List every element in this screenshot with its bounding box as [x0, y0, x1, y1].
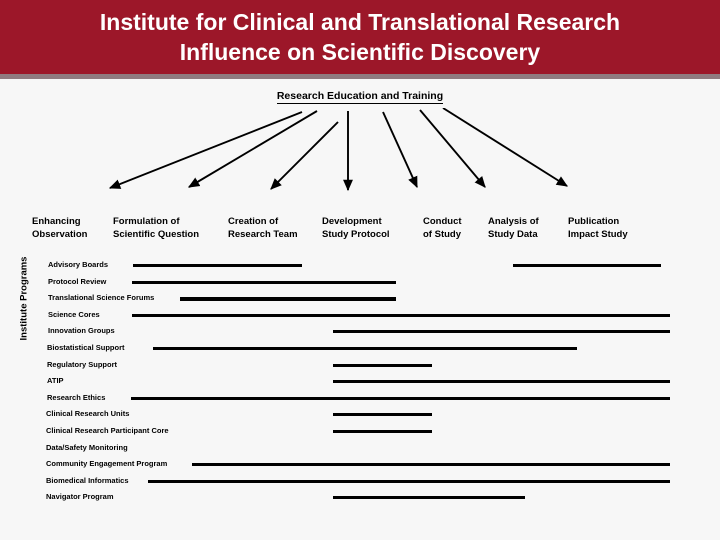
- program-label: Navigator Program: [46, 492, 114, 502]
- process-arrow-1: [108, 111, 303, 189]
- program-label: Research Ethics: [47, 392, 106, 402]
- program-row: Data/Safety Monitoring: [0, 441, 720, 457]
- program-span-bar: [133, 264, 302, 267]
- stage-header-7: Publication Impact Study: [568, 216, 628, 240]
- program-row: ATIP: [0, 374, 720, 390]
- program-label: Science Cores: [48, 309, 100, 319]
- program-row: Protocol Review: [0, 275, 720, 291]
- process-title-text: Research Education and Training: [276, 90, 444, 104]
- program-row: Navigator Program: [0, 490, 720, 506]
- program-span-bar: [333, 380, 670, 384]
- title-banner: Institute for Clinical and Translational…: [0, 0, 720, 74]
- program-row: Clinical Research Participant Core: [0, 424, 720, 440]
- program-label: Clinical Research Participant Core: [46, 426, 169, 435]
- program-row: Translational Science Forums: [0, 291, 720, 307]
- program-row: Clinical Research Units: [0, 407, 720, 423]
- process-arrow-7: [442, 108, 568, 187]
- program-label: Advisory Boards: [48, 260, 109, 269]
- arrow-fan: [108, 108, 568, 192]
- program-span-bar: [333, 413, 432, 417]
- program-span-bar: [333, 430, 432, 433]
- program-label: Innovation Groups: [48, 326, 115, 336]
- program-row: Science Cores: [0, 308, 720, 324]
- program-span-bar: [131, 396, 670, 400]
- program-row: Community Engagement Program: [0, 457, 720, 473]
- program-label: Translational Science Forums: [48, 293, 155, 303]
- program-row: Biostatistical Support: [0, 341, 720, 357]
- program-span-bar: [180, 297, 396, 302]
- program-span-bar: [132, 313, 670, 317]
- stage-header-5: Conduct of Study: [423, 216, 462, 240]
- banner-shadow-divider: [0, 74, 720, 79]
- stage-header-4: Development Study Protocol: [322, 216, 390, 240]
- program-label: ATIP: [47, 376, 64, 386]
- program-span-bar: [153, 347, 577, 350]
- program-span-bar: [132, 280, 396, 284]
- program-row: Research Ethics: [0, 391, 720, 407]
- program-row: Advisory Boards: [0, 258, 720, 274]
- program-span-bar: [192, 463, 670, 467]
- stage-header-6: Analysis of Study Data: [488, 216, 539, 240]
- program-span-bar: [333, 330, 670, 334]
- program-span-bar: [333, 363, 432, 367]
- program-row: Regulatory Support: [0, 358, 720, 374]
- program-label: Data/Safety Monitoring: [46, 442, 128, 452]
- process-title: Research Education and Training: [0, 90, 720, 104]
- program-label: Community Engagement Program: [46, 459, 168, 469]
- program-label: Protocol Review: [48, 276, 107, 286]
- process-arrow-5: [382, 111, 418, 189]
- process-arrow-3: [270, 121, 339, 190]
- program-span-bar: [148, 479, 670, 483]
- stage-header-3: Creation of Research Team: [228, 216, 298, 240]
- stage-header-row: Enhancing Observation Formulation of Scie…: [0, 216, 720, 246]
- process-arrow-6: [419, 109, 486, 188]
- program-row: Innovation Groups: [0, 324, 720, 340]
- stage-header-1: Enhancing Observation: [32, 216, 88, 240]
- stage-header-2: Formulation of Scientific Question: [113, 216, 200, 240]
- banner-title-line2: Influence on Scientific Discovery: [179, 39, 541, 65]
- program-span-bar: [333, 496, 525, 500]
- program-row: Biomedical Informatics: [0, 474, 720, 490]
- program-label: Biomedical Informatics: [46, 475, 129, 485]
- program-span-bar: [513, 264, 661, 267]
- process-arrow-2: [188, 110, 318, 188]
- program-label: Biostatistical Support: [47, 343, 125, 352]
- banner-title-line1: Institute for Clinical and Translational…: [99, 9, 621, 35]
- program-label: Regulatory Support: [47, 359, 118, 369]
- program-label: Clinical Research Units: [46, 409, 130, 419]
